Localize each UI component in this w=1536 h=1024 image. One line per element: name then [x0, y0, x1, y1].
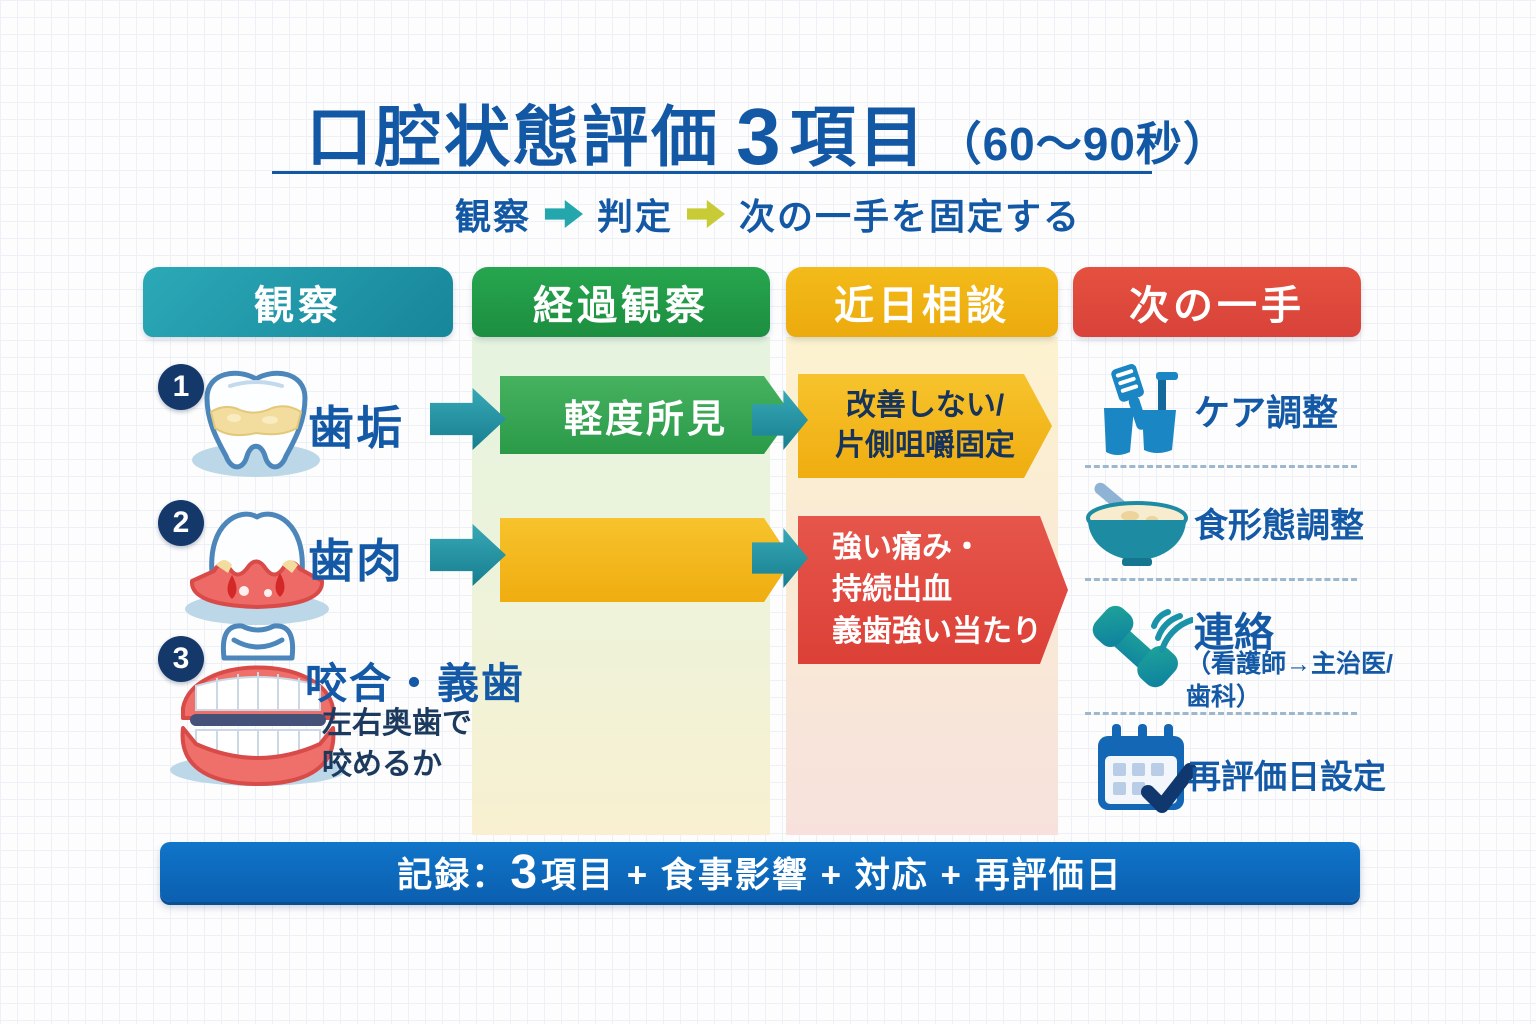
consult-gum-line2: 持続出血 [832, 573, 952, 606]
tooth-plaque-illustration [192, 370, 320, 477]
dashed-divider [1085, 465, 1357, 468]
flow-step-fix: 次の一手を固定する [739, 196, 1082, 237]
flow-step-judge: 判定 [596, 196, 673, 237]
dashed-divider [1085, 578, 1357, 581]
consult-box-plaque: 改善しない/ 片側咀嚼固定 [798, 374, 1052, 478]
dentures-illustration [170, 623, 346, 786]
consult-plaque-line1: 改善しない/ [845, 388, 1005, 422]
item-label-plaque: 歯垢 [308, 402, 404, 454]
consult-gum-line1: 強い痛み・ [832, 531, 982, 564]
record-prefix: 記録： [397, 855, 509, 895]
item-sub-line2: 咬めるか [322, 747, 442, 781]
consult-gum-line3: 義歯強い当たり [832, 615, 1042, 648]
action-label-diet: 食形態調整 [1194, 507, 1364, 545]
title-items: 項目 [789, 100, 928, 174]
calendar-check-icon [1098, 724, 1197, 813]
consult-box-gum: 強い痛み・ 持続出血 義歯強い当たり [798, 516, 1068, 664]
dashed-divider [1085, 712, 1357, 715]
item-number-badge: 2 [158, 500, 204, 546]
item-sub-line1: 左右奥歯で [322, 707, 472, 740]
column-header-next-step: 次の一手 [1073, 267, 1361, 337]
title-count: 3 [736, 92, 784, 181]
title-underline [272, 171, 1152, 174]
action-label-reassessment: 再評価日設定 [1188, 758, 1386, 795]
followup-box-mild-label: 軽度所見 [563, 398, 728, 441]
flow-step-observe: 観察 [454, 196, 531, 237]
followup-box-gum [500, 518, 792, 602]
tooth-gum-illustration [185, 511, 329, 625]
porridge-bowl-icon [1086, 482, 1188, 566]
phone-icon [1092, 605, 1193, 688]
action-label-care: ケア調整 [1194, 392, 1339, 433]
column-header-observation: 観察 [143, 267, 453, 337]
toothbrush-cup-icon [1104, 364, 1178, 455]
arrow-right-icon [687, 200, 725, 228]
item-label-gum: 歯肉 [308, 535, 404, 587]
record-count: 3 [510, 845, 540, 899]
title-main: 口腔状態評価 [306, 100, 721, 174]
title-duration: （60〜90秒） [935, 118, 1230, 170]
item-label-occlusion: 咬合・義歯 [305, 660, 526, 707]
column-header-followup: 経過観察 [472, 267, 770, 337]
action-sub-line1: （看護師→主治医/ [1186, 650, 1393, 678]
arrow-right-icon [544, 200, 583, 228]
consult-plaque-line2: 片側咀嚼固定 [835, 429, 1015, 462]
action-sub-line2: 歯科） [1186, 682, 1262, 711]
flow-summary: 観察 判定 次の一手を固定する [0, 188, 1536, 240]
item-number-badge: 1 [158, 364, 204, 410]
column-header-consult: 近日相談 [786, 267, 1058, 337]
item-sub-occlusion: 左右奥歯で 咬めるか [322, 704, 472, 785]
followup-box-mild: 軽度所見 [500, 376, 792, 454]
action-label-contact: 連絡 [1194, 611, 1274, 655]
action-sub-contact: （看護師→主治医/ 歯科） [1186, 648, 1393, 713]
record-rest: 項目 + 食事影響 + 対応 + 再評価日 [541, 855, 1123, 895]
item-number-badge: 3 [158, 636, 204, 682]
